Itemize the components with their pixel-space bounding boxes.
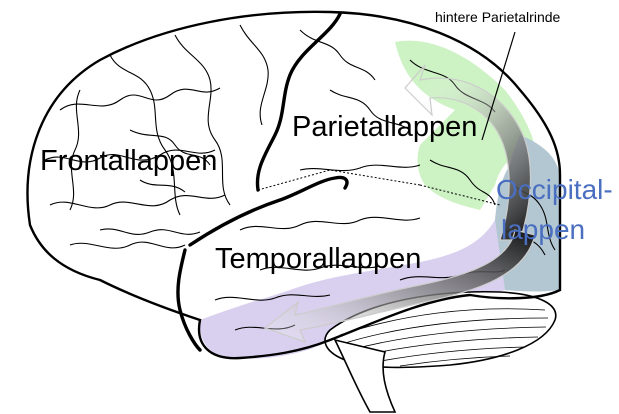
temporal-lobe-label: Temporallappen <box>215 243 421 275</box>
central-sulcus <box>257 14 340 190</box>
lateral-sulcus <box>190 177 347 245</box>
frontal-lobe-label: Frontallappen <box>40 145 217 177</box>
occipital-lobe-label-line2: lappen <box>501 214 585 245</box>
posterior-parietal-cortex-label: hintere Parietalrinde <box>435 9 561 25</box>
parietal-lobe-label: Parietallappen <box>292 111 477 143</box>
occipital-lobe-label-line1: Occipital- <box>496 174 613 205</box>
temporal-border <box>178 250 200 350</box>
